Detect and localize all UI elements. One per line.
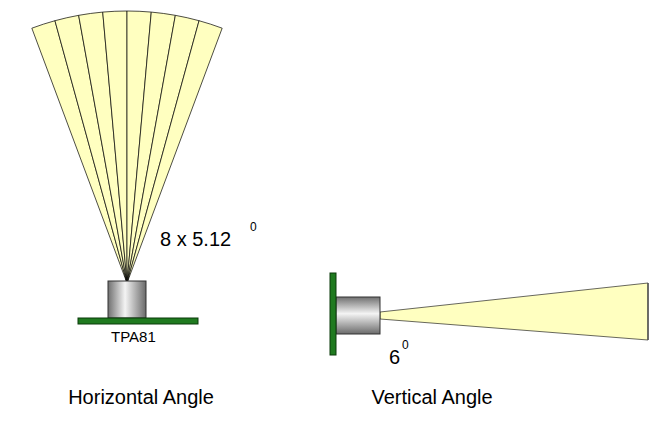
angle-label: 8 x 5.12 — [160, 229, 231, 249]
degree-sign: 0 — [250, 221, 257, 233]
view-caption: Horizontal Angle — [68, 387, 214, 407]
circuit-board — [78, 318, 198, 324]
part-name: TPA81 — [111, 329, 156, 344]
vertical-beam — [380, 283, 648, 340]
angle-label: 6 — [389, 347, 400, 367]
circuit-board — [330, 273, 336, 355]
beam-end — [647, 283, 649, 340]
sensor-body — [108, 281, 146, 318]
beam-segment — [103, 11, 127, 283]
sensor-body — [336, 297, 380, 334]
degree-sign: 0 — [402, 339, 409, 351]
view-caption: Vertical Angle — [371, 387, 492, 407]
